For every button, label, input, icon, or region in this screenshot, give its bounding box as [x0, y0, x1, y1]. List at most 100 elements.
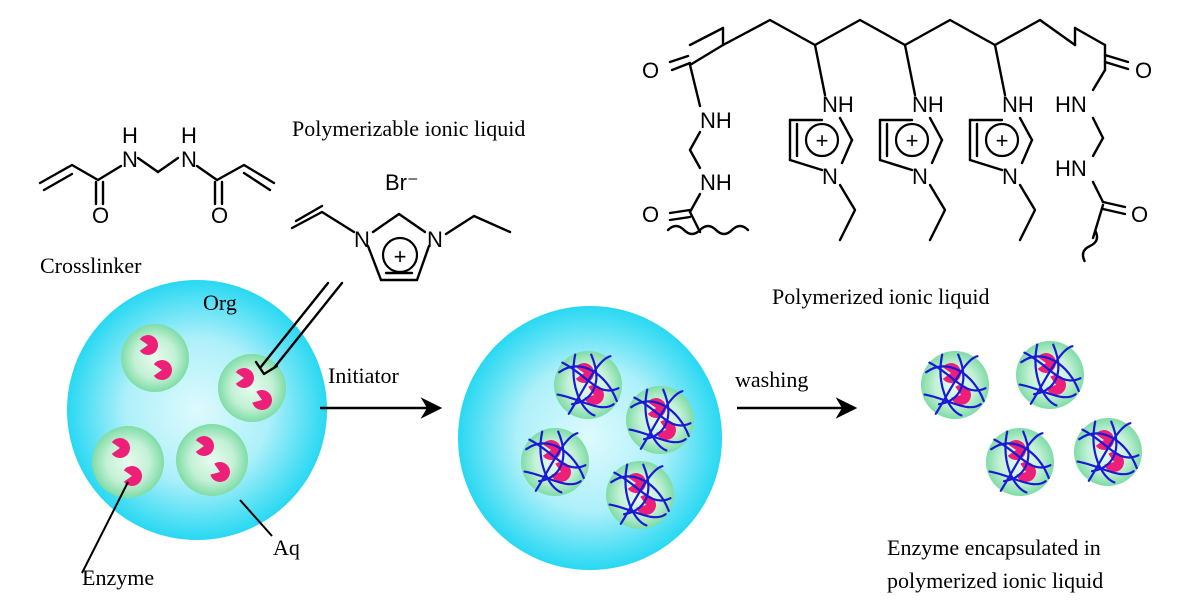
crosslinker-o2: O	[211, 203, 228, 228]
enzyme-icon	[210, 462, 230, 483]
polymer-network-strand	[999, 432, 1044, 492]
polymer-network-strand	[534, 432, 579, 492]
polymer-network-strand	[937, 353, 965, 406]
aq-label: Aq	[273, 535, 300, 560]
enzyme-icon	[656, 419, 676, 440]
polymer-network-strand	[539, 430, 563, 494]
crosslinker-h2: H	[181, 123, 197, 148]
monomer-plus: +	[394, 244, 407, 269]
polymer-network-strand	[1087, 422, 1132, 482]
polymer-network-strand	[923, 393, 982, 409]
initiator-label: Initiator	[328, 363, 400, 388]
polymer-network-strand	[537, 430, 565, 483]
aqueous-droplet	[1016, 341, 1084, 409]
result-label-line1: Enzyme encapsulated in	[887, 535, 1101, 560]
enzyme-icon	[951, 384, 971, 405]
polymer-network-strand	[556, 393, 615, 409]
polymer-network-strand	[613, 471, 672, 502]
enzyme-icon	[1016, 462, 1036, 482]
polymerized-ionic-liquid-label: Polymerized ionic liquid	[772, 284, 990, 309]
enzyme-pointer-line	[81, 481, 129, 574]
polymer-o1: O	[642, 58, 659, 83]
aqueous-droplet	[121, 324, 189, 392]
monomer-insertion-line-b	[272, 281, 344, 370]
washing-label: washing	[735, 367, 808, 392]
enzyme-icon	[195, 436, 214, 456]
aqueous-droplet	[986, 428, 1054, 496]
result-label-line2: polymerized ionic liquid	[887, 568, 1103, 593]
enzyme-icon	[1046, 375, 1066, 396]
polymer-imid1-nh: NH	[822, 92, 854, 117]
enzyme-icon	[252, 389, 273, 410]
enzyme-icon	[111, 438, 130, 458]
aqueous-droplet-group	[121, 324, 189, 392]
polymer-o2: O	[642, 202, 659, 227]
encapsulated-droplet-group	[521, 428, 589, 496]
polymer-network-strand	[622, 463, 650, 516]
polymer-network-strand	[642, 388, 670, 441]
polymer-network-strand	[1004, 430, 1028, 494]
emulsion-droplet: Org	[67, 280, 327, 540]
polymer-network-strand	[624, 463, 648, 527]
polymer-network-strand	[1090, 420, 1118, 473]
enzyme-icon	[584, 384, 604, 405]
aqueous-droplet	[626, 386, 694, 454]
polymer-network-strand	[639, 390, 684, 450]
enzyme-icon	[139, 335, 159, 355]
polymer-network-strand	[934, 355, 979, 415]
aqueous-droplet	[1074, 418, 1142, 486]
encapsulated-enzymes	[921, 341, 1142, 496]
polymer-network-strand	[1076, 460, 1135, 476]
polymer-network-strand	[558, 365, 618, 403]
enzyme-icon	[123, 466, 142, 486]
polymer-o4: O	[1131, 202, 1148, 227]
polymer-network-strand	[993, 438, 1052, 469]
polymer-nh1: NH	[700, 108, 732, 133]
polymer-plus2: +	[906, 128, 919, 153]
polymer-network-strand	[1032, 343, 1060, 396]
polymer-network-strand	[525, 442, 585, 480]
polymerized-droplet	[458, 306, 722, 570]
polymer-plus1: +	[816, 128, 829, 153]
polymer-network-strand	[939, 353, 963, 417]
polymer-network-strand	[1002, 430, 1030, 483]
polymer-network-strand	[610, 475, 670, 513]
aqueous-droplet	[92, 426, 164, 498]
monomer-structure: N N +	[290, 204, 512, 282]
enzyme-icon	[235, 368, 254, 388]
polymer-network-strand	[570, 353, 598, 406]
encapsulated-droplet-group	[626, 386, 694, 454]
polymer-network-strand	[1092, 420, 1116, 484]
polymer-network-strand	[1023, 351, 1082, 382]
washed-droplet-group	[921, 351, 989, 419]
polymer-imid3-n: N	[1002, 164, 1018, 189]
enzyme-icon	[551, 462, 571, 482]
polymer-imid2-nh: NH	[912, 92, 944, 117]
polymer-network-strand	[528, 438, 587, 469]
polymer-network-strand	[1029, 345, 1074, 405]
monomer-n1: N	[354, 227, 370, 252]
polymer-network-strand	[1020, 355, 1080, 393]
aqueous-droplet-group	[92, 426, 164, 498]
polymer-network-strand	[990, 442, 1050, 480]
enzyme-icon	[153, 360, 173, 380]
crosslinker-n2: N	[181, 147, 197, 172]
monomer-insertion-arrowhead	[254, 360, 279, 376]
encapsulated-droplet-group	[554, 351, 622, 419]
crosslinker-o1: O	[92, 203, 109, 228]
bromide-anion: Br⁻	[385, 170, 419, 195]
polymer-network-strand	[925, 365, 985, 403]
polymerizable-ionic-liquid-label: Polymerizable ionic liquid	[292, 116, 525, 141]
aqueous-droplet-group	[176, 424, 248, 496]
polymer-network-strand	[633, 396, 692, 427]
washed-droplet-group	[1074, 418, 1142, 486]
enzyme-icon	[1104, 452, 1124, 473]
polymer-o3: O	[1135, 58, 1152, 83]
polymer-plus3: +	[996, 128, 1009, 153]
enzyme-icon	[636, 495, 656, 515]
polymer-network-strand	[630, 400, 690, 438]
polymer-structure: O NH NH O + NH N + NH N	[642, 18, 1152, 263]
crosslinker-n1: N	[122, 147, 138, 172]
